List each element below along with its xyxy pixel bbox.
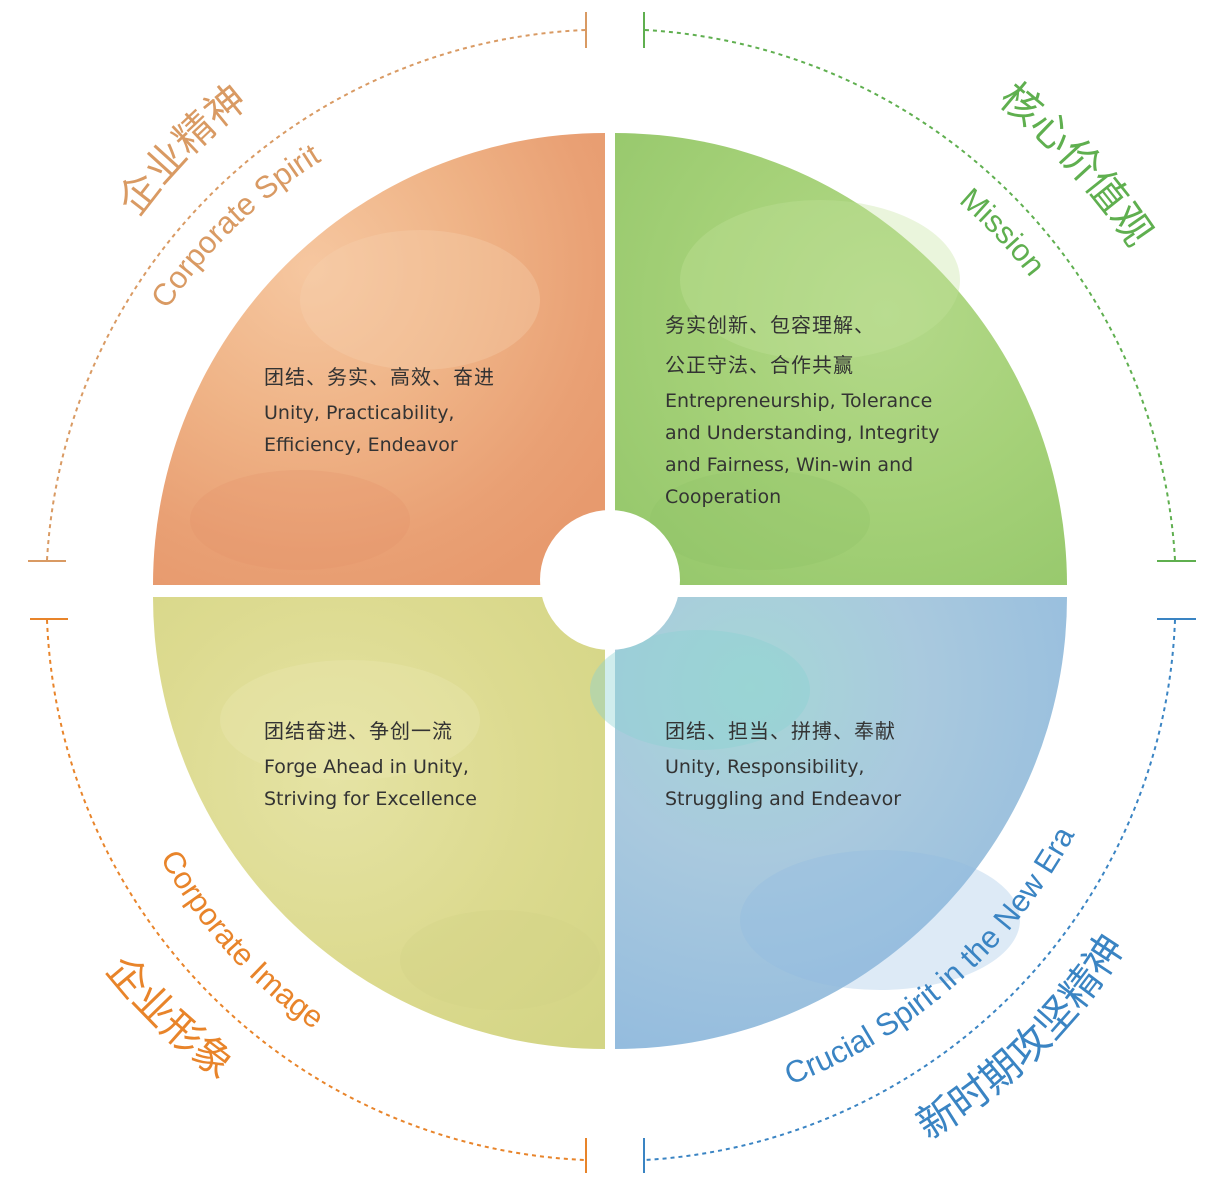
mission-body-en-4: Cooperation [665,486,782,508]
corporate-image-body-zh: 团结奋进、争创一流 [264,719,453,743]
mission-body: 务实创新、包容理解、 公正守法、合作共赢 Entrepreneurship, T… [665,305,939,513]
corporate-image-body: 团结奋进、争创一流 Forge Ahead in Unity, Striving… [264,711,477,815]
mission-body-en-3: and Fairness, Win-win and [665,454,914,476]
new-era-body: 团结、担当、拼搏、奉献 Unity, Responsibility, Strug… [665,711,901,815]
corporate-spirit-body-en-2: Efficiency, Endeavor [264,434,458,456]
quadrant-mission [615,133,1067,585]
mission-body-zh-1: 务实创新、包容理解、 [665,313,875,337]
corporate-spirit-body-en-1: Unity, Practicability, [264,402,455,424]
corporate-spirit-body-zh: 团结、务实、高效、奋进 [264,365,495,389]
ring-arc-corporate-image [46,619,586,1161]
corporate-image-body-en-2: Striving for Excellence [264,788,477,810]
quadrant-corporate-spirit [153,133,605,585]
ring-arc-new-era [644,619,1176,1161]
new-era-body-en-2: Struggling and Endeavor [665,788,902,810]
corporate-image-body-en-1: Forge Ahead in Unity, [264,756,469,778]
quadrant-corporate-image [153,597,605,1049]
new-era-body-zh: 团结、担当、拼搏、奉献 [665,719,896,743]
corporate-spirit-body: 团结、务实、高效、奋进 Unity, Practicability, Effic… [264,357,495,461]
label-mission-en: Mission [953,181,1052,282]
center-hub [540,510,680,650]
mission-body-en-1: Entrepreneurship, Tolerance [665,390,933,412]
ring-ticks [28,12,1196,1173]
label-corporate-image-zh: 企业形象 [97,947,242,1088]
quadrant-new-era [615,597,1067,1049]
new-era-body-en-1: Unity, Responsibility, [665,756,865,778]
ring-arc-mission [644,29,1176,561]
mission-body-en-2: and Understanding, Integrity [665,422,940,444]
mission-body-zh-2: 公正守法、合作共赢 [665,353,854,377]
